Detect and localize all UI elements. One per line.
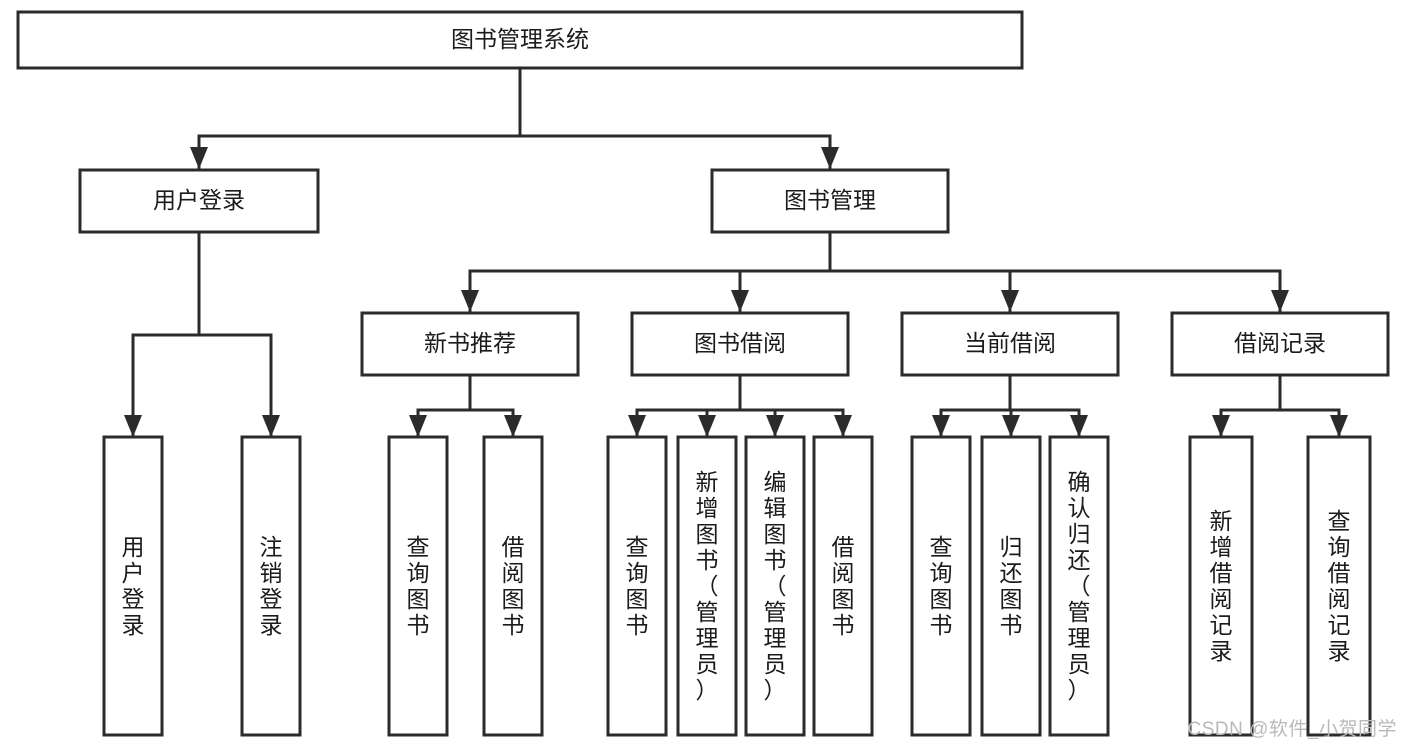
arrowhead-icon — [1271, 290, 1289, 312]
node-label: 查询图书 — [930, 534, 953, 638]
node-box[interactable] — [1188, 435, 1254, 737]
leaf-node-4[interactable]: 查询图书 — [606, 435, 668, 737]
leaf-node-12[interactable]: 查询借阅记录 — [1306, 435, 1372, 737]
node-box[interactable] — [1170, 311, 1390, 377]
level2-node-0[interactable]: 用户登录 — [78, 168, 320, 234]
arrowhead-icon — [461, 290, 479, 312]
node-box[interactable] — [360, 311, 580, 377]
leaf-node-10[interactable]: 确认归还（管理员） — [1048, 435, 1110, 737]
arrowhead-icon — [1002, 415, 1020, 437]
node-box[interactable] — [630, 311, 850, 377]
edges-layer — [124, 66, 1348, 438]
csdn-watermark: CSDN @软件_小贺同学 — [1187, 719, 1397, 740]
leaf-node-9[interactable]: 归还图书 — [980, 435, 1042, 737]
leaf-node-3[interactable]: 借阅图书 — [482, 435, 544, 737]
arrowhead-icon — [932, 415, 950, 437]
level3-node-1[interactable]: 图书借阅 — [630, 311, 850, 377]
arrowhead-icon — [766, 415, 784, 437]
level2-node-1[interactable]: 图书管理 — [710, 168, 950, 234]
level3-node-3[interactable]: 借阅记录 — [1170, 311, 1390, 377]
node-box[interactable] — [482, 435, 544, 737]
leaf-node-8[interactable]: 查询图书 — [910, 435, 972, 737]
arrowhead-icon — [698, 415, 716, 437]
node-label: 确认归还（管理员） — [1068, 469, 1091, 703]
arrowhead-icon — [124, 415, 142, 437]
arrowhead-icon — [821, 147, 839, 169]
node-label: 用户登录 — [122, 534, 145, 638]
arrowhead-icon — [1330, 415, 1348, 437]
node-box[interactable] — [1306, 435, 1372, 737]
node-label: 新书推荐 — [424, 330, 516, 356]
leaf-node-7[interactable]: 借阅图书 — [812, 435, 874, 737]
arrowhead-icon — [190, 147, 208, 169]
arrowhead-icon — [628, 415, 646, 437]
leaf-node-0[interactable]: 用户登录 — [102, 435, 164, 737]
node-box[interactable] — [240, 435, 302, 737]
arrowhead-icon — [1070, 415, 1088, 437]
arrowhead-icon — [504, 415, 522, 437]
node-box[interactable] — [606, 435, 668, 737]
node-label: 图书管理 — [784, 187, 876, 213]
nodes-layer: 图书管理系统用户登录图书管理新书推荐图书借阅当前借阅借阅记录用户登录注销登录查询… — [16, 10, 1390, 737]
node-box[interactable] — [102, 435, 164, 737]
arrowhead-icon — [834, 415, 852, 437]
node-label: 图书借阅 — [694, 330, 786, 356]
node-label: 查询图书 — [626, 534, 649, 638]
node-label: 查询图书 — [407, 534, 430, 638]
node-label: 借阅图书 — [502, 534, 525, 638]
arrowhead-icon — [262, 415, 280, 437]
node-label: 当前借阅 — [964, 330, 1056, 356]
node-box[interactable] — [812, 435, 874, 737]
node-box[interactable] — [710, 168, 950, 234]
node-label: 新增图书（管理员） — [696, 469, 719, 703]
root-node-book-management-system[interactable]: 图书管理系统 — [16, 10, 1024, 70]
leaf-node-2[interactable]: 查询图书 — [387, 435, 449, 737]
node-box[interactable] — [910, 435, 972, 737]
node-box[interactable] — [1048, 435, 1110, 737]
node-label: 编辑图书（管理员） — [764, 469, 787, 703]
node-box[interactable] — [16, 10, 1024, 70]
node-label: 查询借阅记录 — [1328, 508, 1351, 664]
node-label: 借阅记录 — [1234, 330, 1326, 356]
node-box[interactable] — [78, 168, 320, 234]
node-box[interactable] — [900, 311, 1120, 377]
leaf-node-6[interactable]: 编辑图书（管理员） — [744, 435, 806, 737]
leaf-node-11[interactable]: 新增借阅记录 — [1188, 435, 1254, 737]
level3-node-2[interactable]: 当前借阅 — [900, 311, 1120, 377]
node-label: 借阅图书 — [832, 534, 855, 638]
level3-node-0[interactable]: 新书推荐 — [360, 311, 580, 377]
node-box[interactable] — [676, 435, 738, 737]
node-box[interactable] — [980, 435, 1042, 737]
arrowhead-icon — [409, 415, 427, 437]
node-label: 注销登录 — [260, 534, 283, 638]
arrowhead-icon — [731, 290, 749, 312]
leaf-node-1[interactable]: 注销登录 — [240, 435, 302, 737]
node-box[interactable] — [744, 435, 806, 737]
node-label: 归还图书 — [1000, 534, 1023, 638]
node-box[interactable] — [387, 435, 449, 737]
node-label: 图书管理系统 — [451, 26, 589, 52]
arrowhead-icon — [1212, 415, 1230, 437]
node-label: 用户登录 — [153, 187, 245, 213]
leaf-node-5[interactable]: 新增图书（管理员） — [676, 435, 738, 737]
node-label: 新增借阅记录 — [1210, 508, 1233, 664]
arrowhead-icon — [1001, 290, 1019, 312]
